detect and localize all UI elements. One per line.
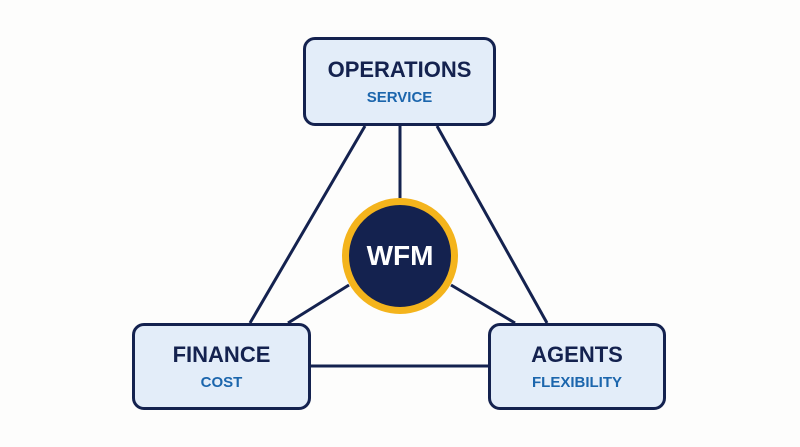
node-operations-subtitle: SERVICE xyxy=(366,88,433,106)
node-agents-subtitle: FLEXIBILITY xyxy=(532,373,622,391)
node-operations: OPERATIONS SERVICE xyxy=(303,37,496,126)
hub-label: WFM xyxy=(366,240,434,271)
edge-operations-finance xyxy=(248,125,367,324)
node-agents: AGENTS FLEXIBILITY xyxy=(488,323,666,410)
edge-hub-finance xyxy=(287,283,350,325)
hub-circle: WFM xyxy=(342,198,458,314)
node-finance-subtitle: COST xyxy=(200,373,243,391)
node-finance-title: FINANCE xyxy=(172,341,271,367)
node-finance: FINANCE COST xyxy=(132,323,311,410)
edge-operations-agents xyxy=(435,125,549,324)
node-operations-title: OPERATIONS xyxy=(327,56,472,82)
edge-hub-agents xyxy=(450,283,516,325)
node-agents-title: AGENTS xyxy=(531,341,623,367)
